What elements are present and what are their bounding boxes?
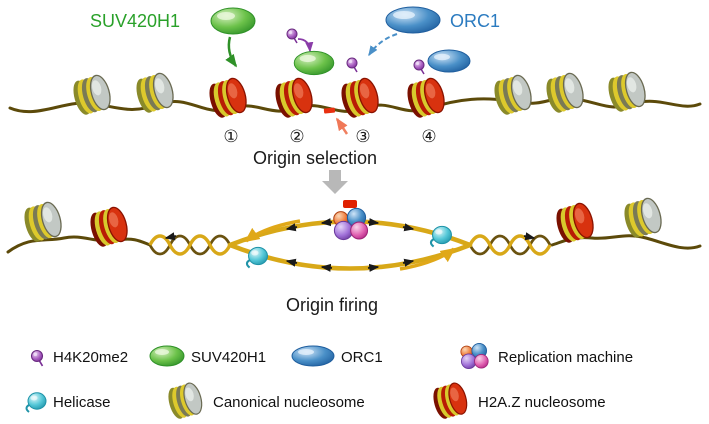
fork-arrow-right — [399, 247, 456, 271]
movement-arrows — [164, 218, 536, 272]
canonical-nucleosome — [620, 195, 666, 241]
h4k20me2-mark — [413, 59, 425, 75]
legend-replication-machine-icon — [460, 342, 489, 370]
orc1-recruitment-arrow — [368, 33, 398, 57]
origin-site-arrow — [335, 117, 349, 135]
legend-canonical-nucleosome-icon — [164, 380, 206, 422]
legend-h4k20me2-icon — [30, 349, 44, 367]
legend-orc1-icon — [291, 345, 335, 367]
h2az-nucleosome-2 — [271, 75, 317, 121]
origin-selection-caption: Origin selection — [253, 148, 377, 168]
legend-h4k20me2-label: H4K20me2 — [53, 349, 128, 366]
origin-selection-section: SUV420H1 ORC1 — [8, 6, 702, 194]
h4k20me2-mark — [286, 28, 298, 44]
legend-canonical-nucleosome-label: Canonical nucleosome — [213, 394, 365, 411]
orc1-oval — [385, 6, 441, 34]
suv420h1-title-label: SUV420H1 — [90, 11, 180, 31]
h2az-nucleosome-1 — [205, 75, 251, 121]
legend-orc1-label: ORC1 — [341, 349, 383, 366]
step-number-2: ② — [289, 127, 304, 146]
legend-suv420h1-label: SUV420H1 — [191, 349, 266, 366]
suv420h1-binding-arrow — [225, 36, 238, 68]
down-arrow-icon — [322, 170, 348, 194]
legend-h2az-nucleosome-icon — [429, 380, 471, 422]
step-number-4: ④ — [421, 127, 436, 146]
methylation-arrow — [297, 38, 314, 53]
legend-helicase-label: Helicase — [53, 394, 111, 411]
h2az-nucleosome-3 — [337, 75, 383, 121]
legend-h2az-nucleosome-label: H2A.Z nucleosome — [478, 394, 606, 411]
canonical-nucleosome — [20, 199, 66, 245]
legend-helicase-icon — [25, 391, 47, 413]
canonical-nucleosome — [69, 72, 115, 118]
step-number-3: ③ — [355, 127, 370, 146]
h2az-nucleosome-4 — [403, 75, 449, 121]
canonical-nucleosome — [542, 70, 588, 116]
legend-replication-machine-label: Replication machine — [498, 349, 633, 366]
origin-firing-caption: Origin firing — [286, 295, 378, 315]
replication-machine — [333, 207, 369, 241]
h4k20me2-mark — [346, 57, 358, 73]
orc1-oval-bound — [427, 49, 471, 73]
suv420h1-oval — [210, 7, 256, 35]
step-number-1: ① — [223, 127, 238, 146]
canonical-nucleosome — [490, 72, 536, 118]
dna-flank-left — [6, 235, 152, 254]
origin-firing-section: Origin firing — [6, 195, 702, 315]
legend-suv420h1-icon — [149, 345, 185, 367]
origin-site-mark-firing — [343, 200, 357, 208]
legend: H4K20me2 SUV420H1 ORC1 Replication machi… — [25, 342, 633, 422]
h2az-nucleosome — [86, 204, 132, 250]
orc1-title-label: ORC1 — [450, 11, 500, 31]
fork-arrow-left — [244, 219, 301, 243]
helicase-right — [429, 225, 453, 248]
suv420h1-oval-bound — [293, 50, 335, 76]
origin-site-mark — [323, 107, 336, 114]
helix-left-strand-gold — [148, 234, 232, 256]
helix-right-strand-gold — [468, 234, 552, 256]
